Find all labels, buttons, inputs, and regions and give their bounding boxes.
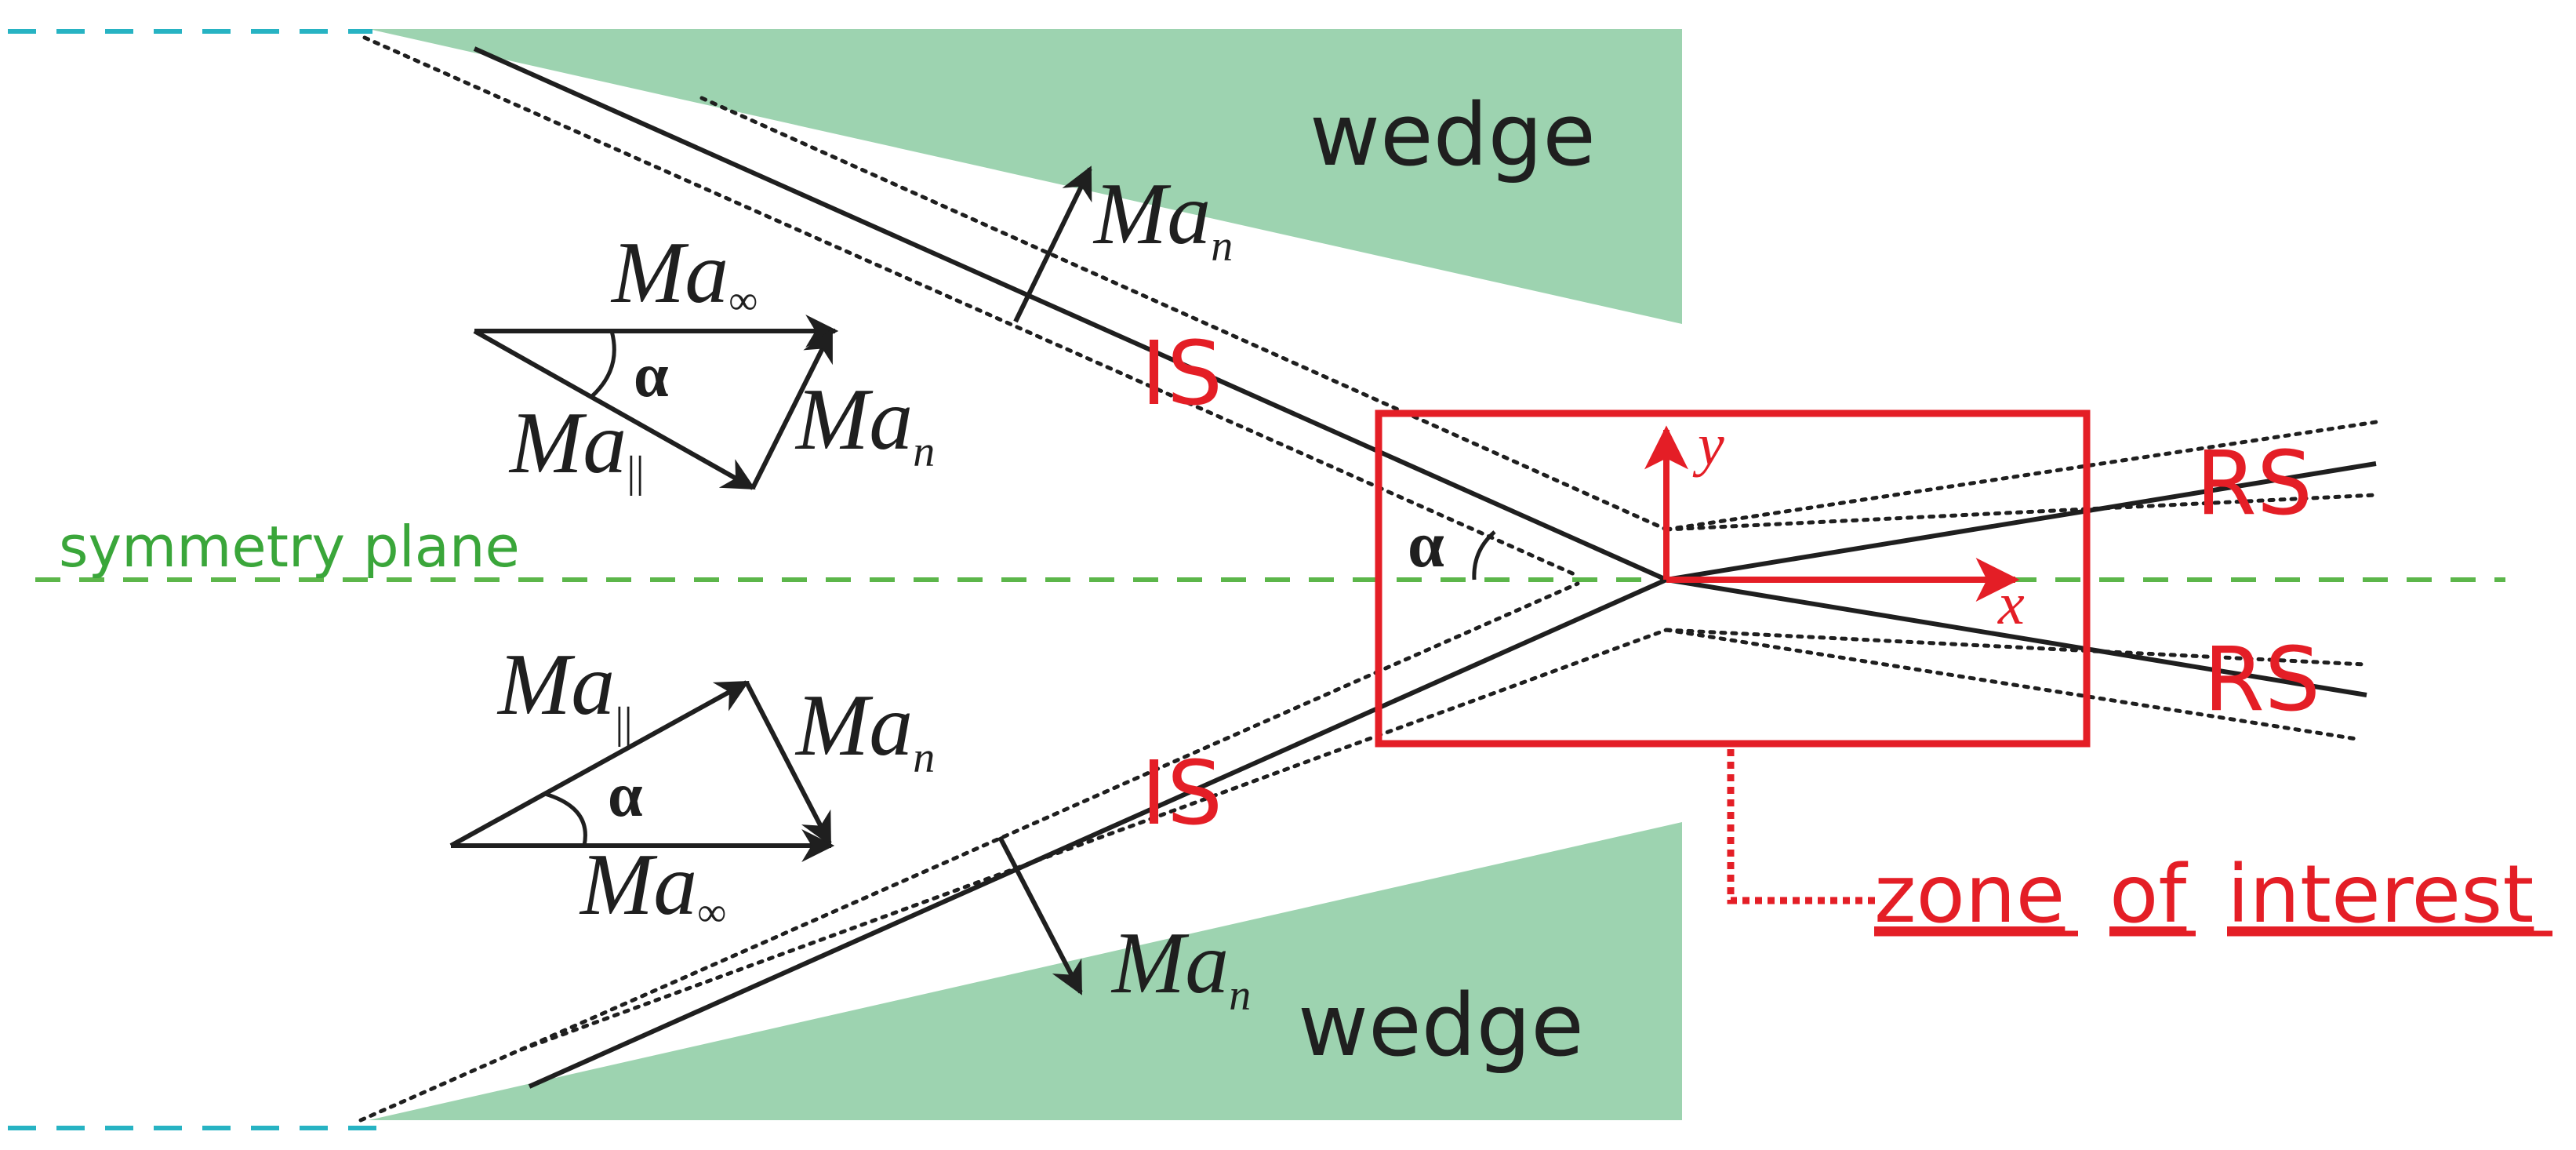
zone-word-1: zone — [1874, 848, 2065, 941]
incident-shock-bottom — [528, 577, 1668, 1089]
dotted-boundaries — [358, 35, 2378, 1123]
alpha-label-center: α — [1408, 508, 1444, 581]
rs-label-bottom: RS — [2204, 629, 2320, 731]
bottom-ma-par-label: Ma|| — [496, 636, 633, 748]
top-ma-inf-label: Ma∞ — [610, 224, 758, 323]
normal-bottom-label: Man — [1110, 915, 1251, 1020]
reflected-shock-bottom — [1666, 577, 2367, 697]
bottom-ma-inf-label: Ma∞ — [579, 836, 726, 935]
normal-vector-top — [1013, 166, 1092, 323]
wedge-bottom-shape — [369, 822, 1682, 1120]
zone-of-interest-box — [1375, 409, 2091, 748]
top-ma-par-label: Ma|| — [508, 395, 645, 497]
zone-of-interest-label: zone of interest — [1874, 848, 2552, 941]
bottom-ma-n-label: Man — [794, 677, 935, 782]
normal-vector-bottom — [997, 835, 1083, 995]
zone-word-2: of — [2109, 848, 2188, 941]
axis-x-label: x — [1997, 571, 2025, 637]
wedge-top-shape — [369, 29, 1682, 324]
is-label-bottom: IS — [1141, 743, 1223, 845]
alpha-arc-center — [1472, 530, 1496, 580]
wedge-label-bottom: wedge — [1298, 975, 1584, 1075]
is-label-top: IS — [1141, 323, 1223, 425]
bottom-alpha-label: α — [608, 761, 643, 830]
top-alpha-label: α — [634, 341, 669, 410]
top-ma-n-label: Man — [794, 371, 935, 476]
rs-label-top: RS — [2196, 433, 2313, 535]
wedge-label-top: wedge — [1310, 85, 1596, 185]
incident-shock-top — [473, 46, 1668, 582]
bottom-velocity-triangle — [449, 680, 835, 862]
zone-leader-line — [1727, 749, 1876, 904]
normal-top-label: Man — [1092, 166, 1233, 271]
reflected-shock-top — [1666, 461, 2377, 582]
zone-word-3: interest — [2227, 848, 2534, 941]
top-velocity-triangle — [473, 315, 839, 490]
symmetry-plane-label: symmetry plane — [59, 514, 520, 580]
axis-y-label: y — [1692, 412, 1724, 478]
